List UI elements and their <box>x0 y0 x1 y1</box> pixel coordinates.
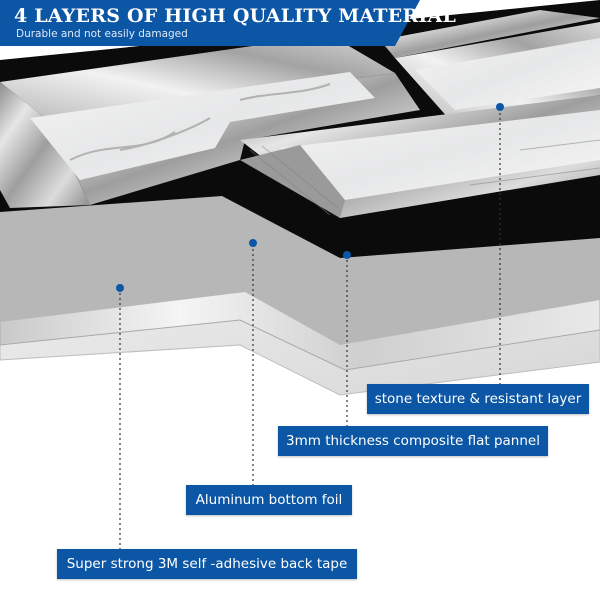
marker-dot-foil <box>249 239 257 247</box>
tile-marble-left <box>30 72 375 180</box>
marker-dot-tape <box>116 284 124 292</box>
header-banner: 4 LAYERS OF HIGH QUALITY MATERIAL Durabl… <box>0 0 456 46</box>
tile-marble-right <box>415 38 600 110</box>
banner-subtitle: Durable and not easily damaged <box>16 28 188 40</box>
banner-background <box>0 0 420 46</box>
panel-layer <box>0 180 600 345</box>
tile-frame-left <box>0 35 395 122</box>
tile-marble-mid <box>280 110 600 200</box>
tile-frame-brush-lines <box>249 139 600 216</box>
tile-frame-left-bottom <box>0 82 90 208</box>
marker-dot-panel <box>343 251 351 259</box>
layer-label-panel: 3mm thickness composite flat pannel <box>278 426 548 456</box>
layer-label-stone: stone texture & resistant layer <box>367 384 589 414</box>
marker-dot-stone <box>496 103 504 111</box>
banner-title: 4 LAYERS OF HIGH QUALITY MATERIAL <box>14 5 457 27</box>
tile-frame-right-top <box>380 10 600 58</box>
layer-label-foil: Aluminum bottom foil <box>186 485 352 515</box>
tile-frame-left-lower <box>50 73 420 205</box>
tile-marble-veins-left <box>69 83 331 161</box>
layer-label-tape: Super strong 3M self -adhesive back tape <box>57 549 357 579</box>
